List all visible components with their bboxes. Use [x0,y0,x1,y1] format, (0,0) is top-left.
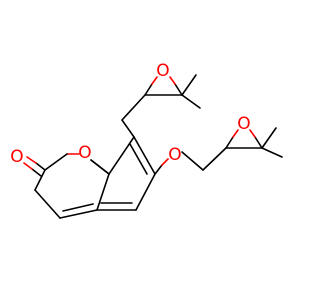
structure-canvas: O O O O O [10,61,283,219]
bond [151,76,158,85]
bond [249,129,256,138]
bond [174,83,183,96]
bond [254,136,263,149]
bond [96,173,110,211]
bond [31,168,42,177]
bond [144,83,153,96]
bond [135,173,156,211]
bond [62,203,94,212]
ring-oxygen-label: O [78,143,91,163]
bond [181,74,197,96]
bond [23,162,33,170]
bond [108,136,135,175]
carbonyl-oxygen-label: O [10,147,23,167]
epoxide-oxygen-label-2: O [237,114,250,134]
bond [181,94,201,109]
bond [202,147,227,171]
ether-oxygen-label: O [168,145,181,165]
bond [154,164,163,175]
epoxide-oxygen-label-1: O [156,61,169,81]
bond [59,209,98,219]
bond [90,159,110,175]
bond [34,189,61,219]
bond [34,169,46,191]
bond [181,151,204,171]
bond [261,127,277,149]
bond [121,94,146,121]
bond [129,143,148,175]
bond [26,156,37,164]
bond [44,153,68,171]
molecule-diagram: O O O O O [10,61,283,219]
bond [225,136,234,149]
bond [35,162,46,171]
bond [169,76,176,85]
bond [121,119,135,138]
bond [133,136,156,175]
bond [261,147,283,158]
bond [232,129,239,138]
bond [161,158,169,166]
